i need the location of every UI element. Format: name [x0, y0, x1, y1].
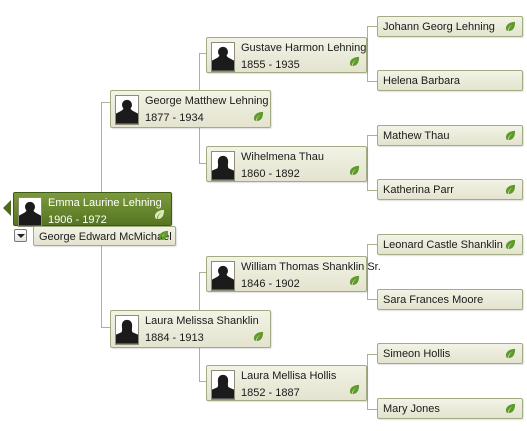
connector-line [367, 354, 368, 409]
father-card[interactable]: George Matthew Lehning 1877 - 1934 [110, 90, 271, 128]
leaf-hint-icon[interactable] [253, 111, 264, 122]
person-name: Johann Georg Lehning [383, 21, 495, 33]
person-name: Helena Barbara [383, 75, 461, 87]
leaf-hint-icon[interactable] [253, 331, 264, 342]
person-name: Leonard Castle Shanklin [383, 239, 503, 251]
leaf-hint-icon[interactable] [154, 209, 165, 220]
great-grandparent-card[interactable]: Johann Georg Lehning [377, 16, 523, 37]
connector-line [101, 327, 111, 328]
leaf-hint-icon[interactable] [349, 165, 360, 176]
leaf-hint-icon[interactable] [349, 56, 360, 67]
person-name: Emma Laurine Lehning [48, 197, 162, 209]
connector-line [367, 244, 378, 245]
silhouette-icon [211, 261, 235, 291]
connector-line [367, 299, 378, 300]
connector-line [367, 81, 378, 82]
leaf-hint-icon[interactable] [505, 239, 516, 250]
great-grandparent-card[interactable]: Katherina Parr [377, 179, 523, 200]
leaf-hint-icon[interactable] [349, 384, 360, 395]
leaf-hint-icon[interactable] [505, 130, 516, 141]
great-grandparent-card[interactable]: Helena Barbara [377, 70, 523, 91]
leaf-hint-icon[interactable] [505, 403, 516, 414]
silhouette-female-icon [211, 370, 235, 400]
connector-line [199, 53, 207, 54]
silhouette-icon [18, 197, 42, 227]
great-grandparent-card[interactable]: Mary Jones [377, 398, 523, 419]
spouse-dropdown-icon[interactable] [14, 229, 27, 242]
silhouette-female-icon [211, 151, 235, 181]
person-name: Sara Frances Moore [383, 294, 484, 306]
connector-line [199, 381, 207, 382]
connector-line [101, 102, 111, 103]
paternal-grandfather-card[interactable]: Gustave Harmon Lehning 1855 - 1935 [206, 37, 367, 73]
silhouette-female-icon [115, 315, 139, 345]
person-name: William Thomas Shanklin Sr. [241, 261, 381, 273]
person-dates: 1906 - 1972 [48, 214, 107, 226]
leaf-hint-icon[interactable] [349, 275, 360, 286]
person-name: Gustave Harmon Lehning [241, 42, 367, 54]
spouse-card[interactable]: George Edward McMichael [33, 226, 176, 246]
connector-line [199, 272, 207, 273]
connector-line [367, 190, 378, 191]
paternal-grandmother-card[interactable]: Wihelmena Thau 1860 - 1892 [206, 146, 367, 182]
person-name: Wihelmena Thau [241, 151, 324, 163]
connector-line [367, 244, 368, 299]
leaf-hint-icon[interactable] [505, 184, 516, 195]
person-dates: 1846 - 1902 [241, 278, 300, 290]
great-grandparent-card[interactable]: Simeon Hollis [377, 343, 523, 364]
person-dates: 1877 - 1934 [145, 112, 204, 124]
person-name: Laura Melissa Shanklin [145, 315, 259, 327]
person-name: Mary Jones [383, 403, 440, 415]
leaf-hint-icon[interactable] [158, 230, 169, 241]
expand-descendants-arrow[interactable] [3, 200, 11, 216]
person-name: Laura Mellisa Hollis [241, 370, 337, 382]
person-dates: 1884 - 1913 [145, 332, 204, 344]
connector-line [367, 354, 378, 355]
connector-line [199, 163, 207, 164]
leaf-hint-icon[interactable] [505, 21, 516, 32]
maternal-grandfather-card[interactable]: William Thomas Shanklin Sr. 1846 - 1902 [206, 256, 381, 292]
person-name: Simeon Hollis [383, 348, 451, 360]
connector-line [367, 135, 378, 136]
maternal-grandmother-card[interactable]: Laura Mellisa Hollis 1852 - 1887 [206, 365, 367, 401]
great-grandparent-card[interactable]: Leonard Castle Shanklin [377, 234, 523, 255]
person-dates: 1860 - 1892 [241, 168, 300, 180]
great-grandparent-card[interactable]: Sara Frances Moore [377, 289, 523, 310]
silhouette-icon [211, 42, 235, 72]
person-dates: 1855 - 1935 [241, 59, 300, 71]
root-person-card[interactable]: Emma Laurine Lehning 1906 - 1972 [13, 192, 172, 227]
connector-line [367, 409, 378, 410]
mother-card[interactable]: Laura Melissa Shanklin 1884 - 1913 [110, 310, 271, 348]
connector-line [367, 135, 368, 190]
person-name: George Matthew Lehning [145, 95, 269, 107]
great-grandparent-card[interactable]: Mathew Thau [377, 125, 523, 146]
connector-line [367, 26, 378, 27]
person-dates: 1852 - 1887 [241, 387, 300, 399]
person-name: Mathew Thau [383, 130, 450, 142]
connector-line [367, 26, 368, 81]
leaf-hint-icon[interactable] [505, 348, 516, 359]
silhouette-icon [115, 95, 139, 125]
person-name: Katherina Parr [383, 184, 454, 196]
spouse-name: George Edward McMichael [39, 231, 172, 243]
